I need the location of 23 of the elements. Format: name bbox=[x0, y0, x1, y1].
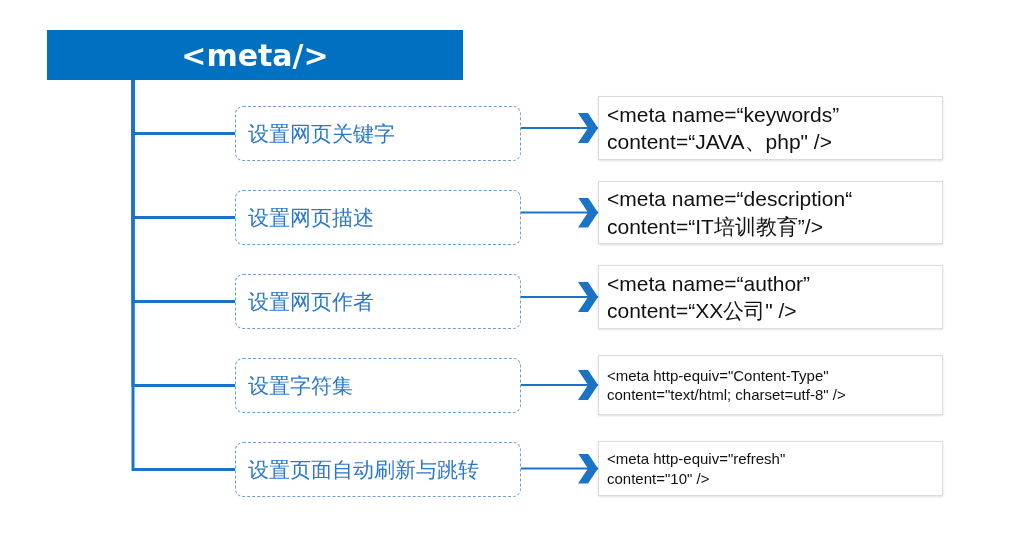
code-snippet: <meta name=“description“ content=“IT培训教育”/> bbox=[607, 186, 854, 240]
title-text: <meta/> bbox=[181, 37, 329, 73]
topic-label: 设置网页描述 bbox=[248, 204, 374, 232]
topic-box bbox=[235, 274, 521, 329]
code-snippet: <meta http-equiv="refresh" content="10" /> bbox=[607, 449, 787, 488]
code-snippet: <meta name=“author” content=“XX公司" /> bbox=[607, 270, 812, 324]
topic-box bbox=[235, 442, 521, 497]
code-box bbox=[598, 265, 943, 329]
topic-label: 设置页面自动刷新与跳转 bbox=[248, 456, 479, 484]
title-banner bbox=[47, 30, 463, 80]
code-box bbox=[598, 96, 943, 160]
topic-label: 设置字符集 bbox=[248, 372, 353, 400]
topic-box bbox=[235, 190, 521, 245]
topic-box bbox=[235, 106, 521, 161]
code-box bbox=[598, 181, 943, 244]
topic-label: 设置网页作者 bbox=[248, 288, 374, 316]
code-box bbox=[598, 355, 943, 415]
topic-label: 设置网页关键字 bbox=[248, 120, 395, 148]
tree-connector bbox=[131, 80, 235, 471]
code-snippet: <meta http-equiv="Content-Type" content="text/html; charset=utf-8" /> bbox=[607, 365, 847, 405]
code-box bbox=[598, 441, 943, 496]
topic-box bbox=[235, 358, 521, 413]
code-snippet: <meta name=“keywords” content=“JAVA、php" /> bbox=[607, 101, 841, 155]
